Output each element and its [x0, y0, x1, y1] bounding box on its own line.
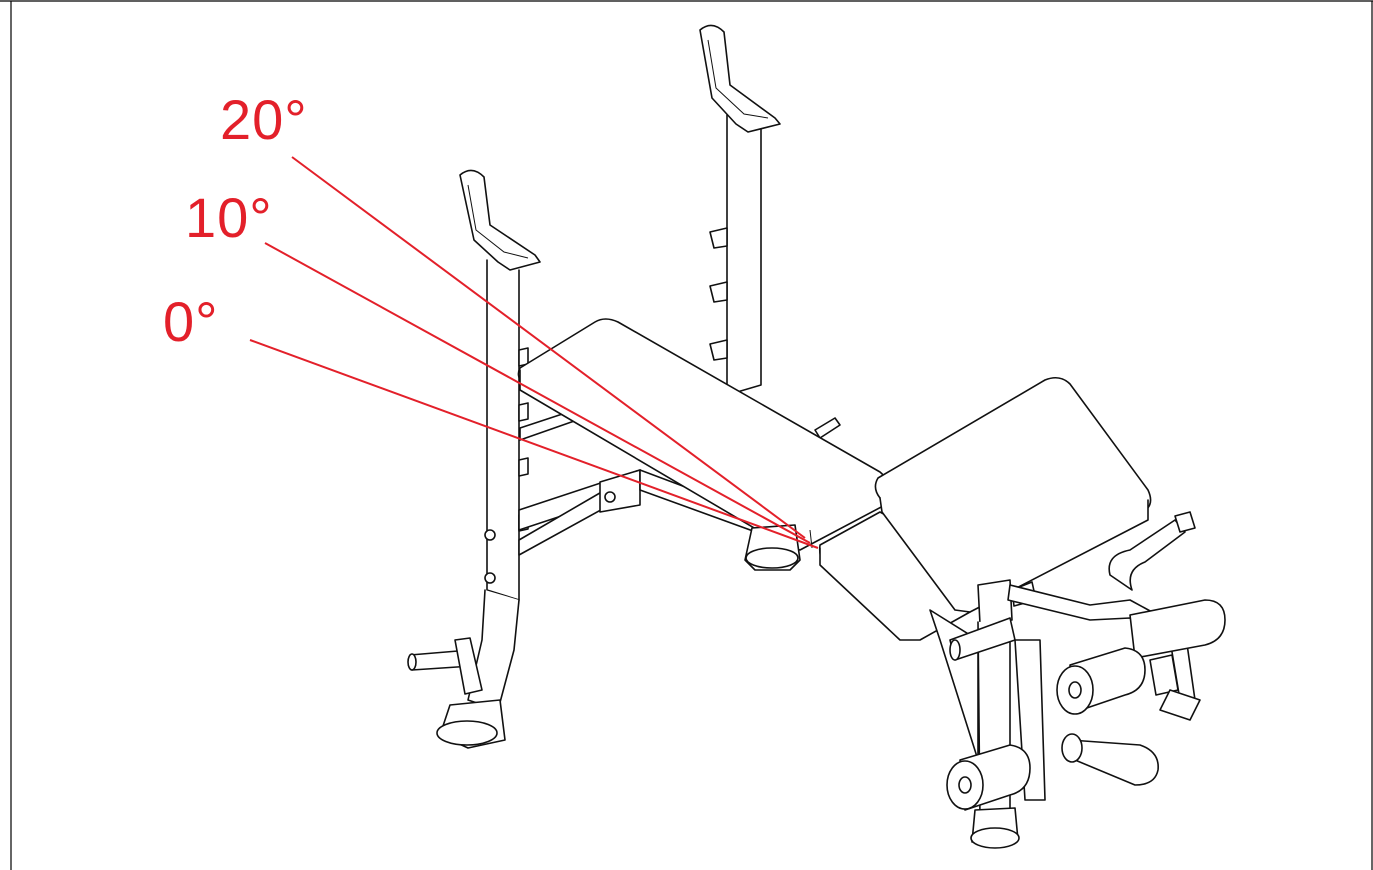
left-upright: [459, 169, 541, 601]
angle-label-20: 20°: [220, 88, 308, 151]
angle-line-0: [249, 339, 819, 549]
angle-line-20: [291, 156, 806, 539]
left-leg: [407, 589, 520, 749]
seat-pad: [818, 376, 1152, 641]
right-upright: [699, 24, 781, 396]
angle-label-0: 0°: [163, 290, 219, 353]
angle-lines: [249, 156, 819, 549]
angle-label-10: 10°: [185, 186, 273, 249]
angle-line-10: [264, 242, 811, 544]
foam-rollers: [946, 599, 1226, 811]
upright-hooks: [709, 227, 728, 361]
